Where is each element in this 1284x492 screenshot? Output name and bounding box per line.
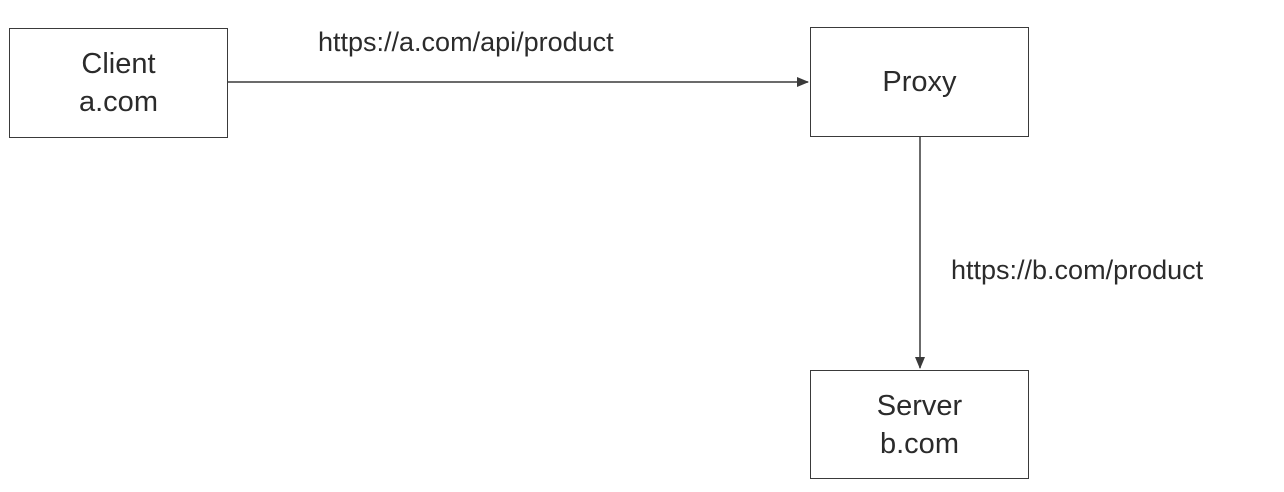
server-domain: b.com — [880, 427, 959, 460]
client-name: Client — [81, 48, 156, 80]
edge-label-client-to-proxy: https://a.com/api/product — [318, 27, 614, 57]
server-name: Server — [876, 389, 963, 422]
proxy-node: Proxy — [810, 27, 1029, 137]
server-node: Server b.com — [810, 370, 1029, 479]
edge-label-proxy-to-server: https://b.com/product — [951, 255, 1204, 285]
proxy-name: Proxy — [882, 66, 957, 98]
client-node: Client a.com — [9, 28, 228, 138]
client-domain: a.com — [79, 86, 158, 118]
